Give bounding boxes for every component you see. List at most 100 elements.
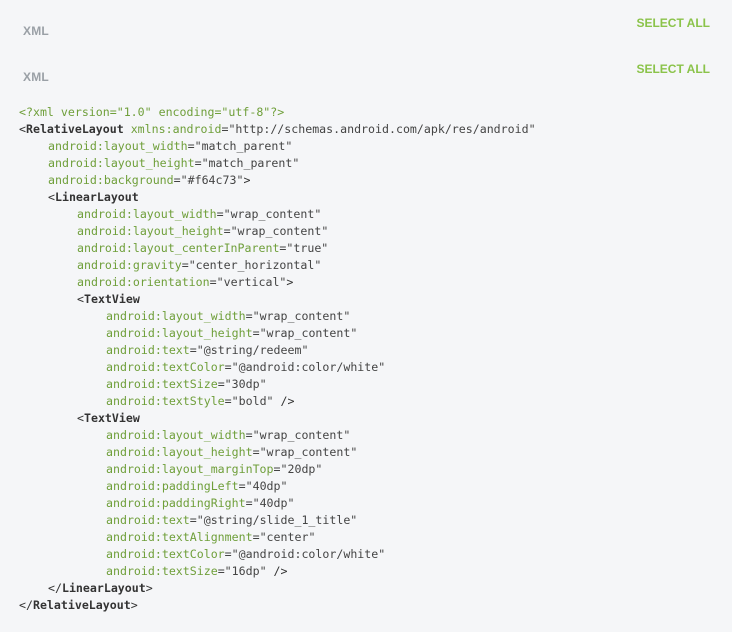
xml-attribute-name: android:layout_height xyxy=(106,326,253,340)
xml-tag-name: RelativeLayout xyxy=(32,598,131,612)
xml-attribute-name: android:layout_height xyxy=(48,156,195,170)
xml-attribute-name: android:text xyxy=(106,513,190,527)
code-line: android:textColor="@android:color/white" xyxy=(19,546,536,563)
xml-attribute-name: android:textColor xyxy=(106,360,225,374)
code-punctuation: < xyxy=(19,122,26,136)
code-punctuation: = xyxy=(245,428,253,442)
code-line: android:layout_height="match_parent" xyxy=(19,155,536,172)
xml-attribute-value: "center_horizontal" xyxy=(188,258,322,272)
xml-attribute-name: xmlns:android xyxy=(130,122,222,136)
code-line: <RelativeLayout xmlns:android="http://sc… xyxy=(19,121,536,138)
code-line: android:layout_height="wrap_content" xyxy=(19,325,536,342)
code-punctuation: > xyxy=(145,581,153,595)
xml-attribute-name: android:layout_height xyxy=(77,224,224,238)
xml-attribute-value: "wrap_content" xyxy=(252,309,351,323)
xml-declaration: <?xml version="1.0" encoding="utf-8"?> xyxy=(19,105,285,119)
code-block-header-2: XML SELECT ALL xyxy=(0,46,732,90)
code-punctuation: = xyxy=(238,479,246,493)
xml-attribute-name: android:layout_width xyxy=(106,309,246,323)
code-line: </RelativeLayout> xyxy=(19,597,536,614)
xml-attribute-value: "wrap_content" xyxy=(223,207,322,221)
xml-tag-close: > xyxy=(286,275,294,289)
xml-attribute-value: "match_parent" xyxy=(201,156,300,170)
xml-attribute-name: android:layout_marginTop xyxy=(106,462,274,476)
xml-attribute-value: "http://schemas.android.com/apk/res/andr… xyxy=(228,122,536,136)
xml-attribute-value: "center" xyxy=(259,530,316,544)
code-punctuation: = xyxy=(224,394,232,408)
xml-attribute-name: android:layout_centerInParent xyxy=(77,241,280,255)
code-punctuation: = xyxy=(224,360,232,374)
code-line: <TextView xyxy=(19,410,536,427)
code-punctuation: > xyxy=(130,598,138,612)
code-line: android:paddingLeft="40dp" xyxy=(19,478,536,495)
xml-attribute-name: android:paddingLeft xyxy=(106,479,239,493)
xml-attribute-name: android:layout_width xyxy=(106,428,246,442)
code-punctuation: = xyxy=(279,241,287,255)
code-line: android:layout_height="wrap_content" xyxy=(19,223,536,240)
xml-tag-name: TextView xyxy=(83,292,140,306)
select-all-button[interactable]: SELECT ALL xyxy=(636,62,710,76)
xml-attribute-value: "30dp" xyxy=(224,377,267,391)
code-punctuation: = xyxy=(209,275,217,289)
code-punctuation: = xyxy=(217,564,225,578)
code-punctuation: = xyxy=(189,513,197,527)
xml-tag-close: /> xyxy=(273,394,295,408)
code-listing[interactable]: <?xml version="1.0" encoding="utf-8"?><R… xyxy=(19,104,536,614)
code-line: <LinearLayout xyxy=(19,189,536,206)
code-punctuation: </ xyxy=(19,598,33,612)
code-punctuation: = xyxy=(252,445,260,459)
code-punctuation: = xyxy=(181,258,189,272)
xml-attribute-value: "wrap_content" xyxy=(230,224,329,238)
code-line: android:layout_marginTop="20dp" xyxy=(19,461,536,478)
xml-attribute-value: "#f64c73" xyxy=(180,173,244,187)
xml-attribute-name: android:background xyxy=(48,173,174,187)
code-punctuation: = xyxy=(245,496,253,510)
code-punctuation: = xyxy=(173,173,181,187)
xml-attribute-name: android:gravity xyxy=(77,258,182,272)
code-punctuation: = xyxy=(221,122,229,136)
code-punctuation: = xyxy=(245,309,253,323)
xml-tag-name: LinearLayout xyxy=(61,581,146,595)
code-line: android:layout_centerInParent="true" xyxy=(19,240,536,257)
xml-attribute-value: "@string/slide_1_title" xyxy=(196,513,358,527)
xml-attribute-value: "vertical" xyxy=(216,275,287,289)
code-line: <TextView xyxy=(19,291,536,308)
code-line: android:layout_width="match_parent" xyxy=(19,138,536,155)
code-block-header-1: XML SELECT ALL xyxy=(0,0,732,44)
xml-attribute-name: android:paddingRight xyxy=(106,496,246,510)
code-line: android:background="#f64c73"> xyxy=(19,172,536,189)
xml-attribute-name: android:textColor xyxy=(106,547,225,561)
code-line: android:gravity="center_horizontal" xyxy=(19,257,536,274)
code-punctuation: = xyxy=(189,343,197,357)
code-punctuation: = xyxy=(187,139,195,153)
xml-attribute-value: "match_parent" xyxy=(194,139,293,153)
code-line: android:textStyle="bold" /> xyxy=(19,393,536,410)
code-line: <?xml version="1.0" encoding="utf-8"?> xyxy=(19,104,536,121)
code-line: android:text="@string/slide_1_title" xyxy=(19,512,536,529)
xml-attribute-value: "wrap_content" xyxy=(259,326,358,340)
select-all-button[interactable]: SELECT ALL xyxy=(636,16,710,30)
code-line: android:textSize="16dp" /> xyxy=(19,563,536,580)
xml-attribute-name: android:layout_width xyxy=(48,139,188,153)
xml-tag-name: LinearLayout xyxy=(54,190,139,204)
xml-attribute-value: "16dp" xyxy=(224,564,267,578)
code-line: android:textSize="30dp" xyxy=(19,376,536,393)
code-punctuation: = xyxy=(224,547,232,561)
code-punctuation: = xyxy=(223,224,231,238)
code-punctuation: < xyxy=(77,292,84,306)
code-punctuation: < xyxy=(77,411,84,425)
code-line: android:orientation="vertical"> xyxy=(19,274,536,291)
code-punctuation xyxy=(124,122,131,136)
xml-attribute-value: "@string/redeem" xyxy=(196,343,309,357)
xml-attribute-name: android:textAlignment xyxy=(106,530,253,544)
xml-attribute-value: "bold" xyxy=(231,394,274,408)
xml-attribute-value: "@android:color/white" xyxy=(231,547,386,561)
xml-tag-close: > xyxy=(243,173,251,187)
xml-tag-close: /> xyxy=(266,564,288,578)
xml-attribute-value: "40dp" xyxy=(245,479,288,493)
code-line: android:layout_width="wrap_content" xyxy=(19,427,536,444)
code-punctuation: = xyxy=(217,377,225,391)
xml-attribute-value: "@android:color/white" xyxy=(231,360,386,374)
xml-attribute-value: "wrap_content" xyxy=(252,428,351,442)
xml-attribute-name: android:textSize xyxy=(106,564,218,578)
